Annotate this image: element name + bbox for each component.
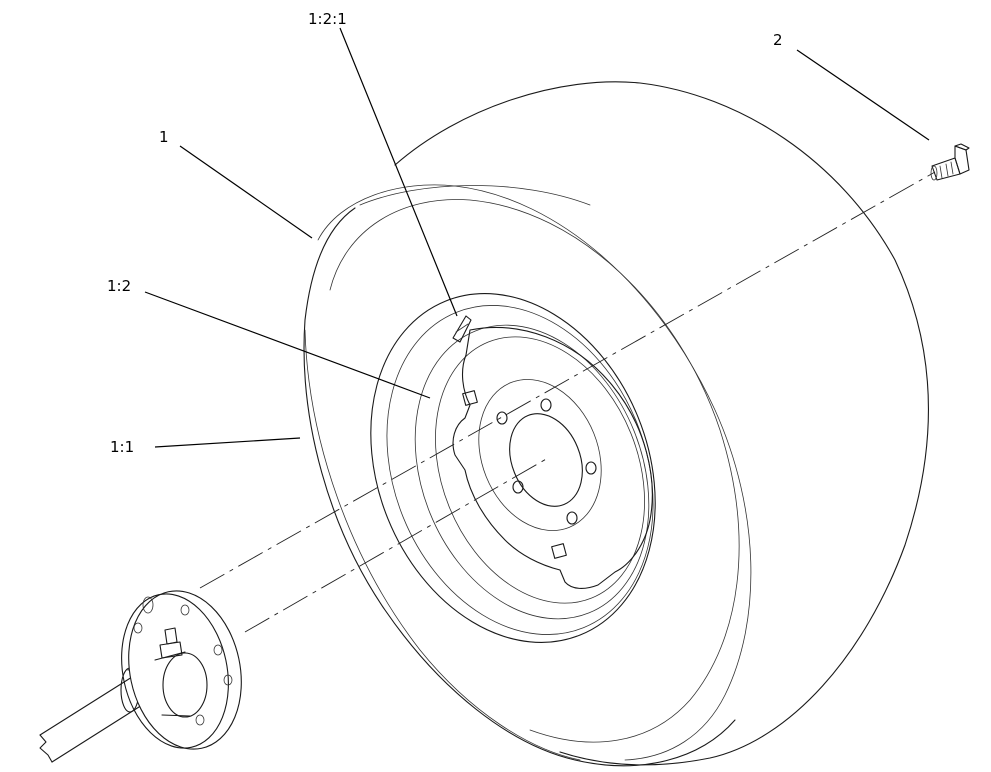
leader-lines — [144, 27, 930, 448]
callout-1-1: 1:1 — [110, 438, 134, 456]
hub-axle — [39, 590, 242, 763]
center-lines — [199, 171, 936, 633]
lug-bolt — [930, 143, 970, 181]
callout-labels: 1:2:1 2 1 1:2 1:1 — [107, 10, 783, 456]
callout-1-2-1: 1:2:1 — [308, 10, 347, 28]
wheel-rim — [370, 293, 656, 643]
callout-1-2: 1:2 — [107, 277, 131, 295]
tire — [303, 81, 929, 767]
callout-2: 2 — [773, 31, 783, 49]
center-disc — [452, 315, 653, 589]
callout-1: 1 — [159, 128, 169, 146]
